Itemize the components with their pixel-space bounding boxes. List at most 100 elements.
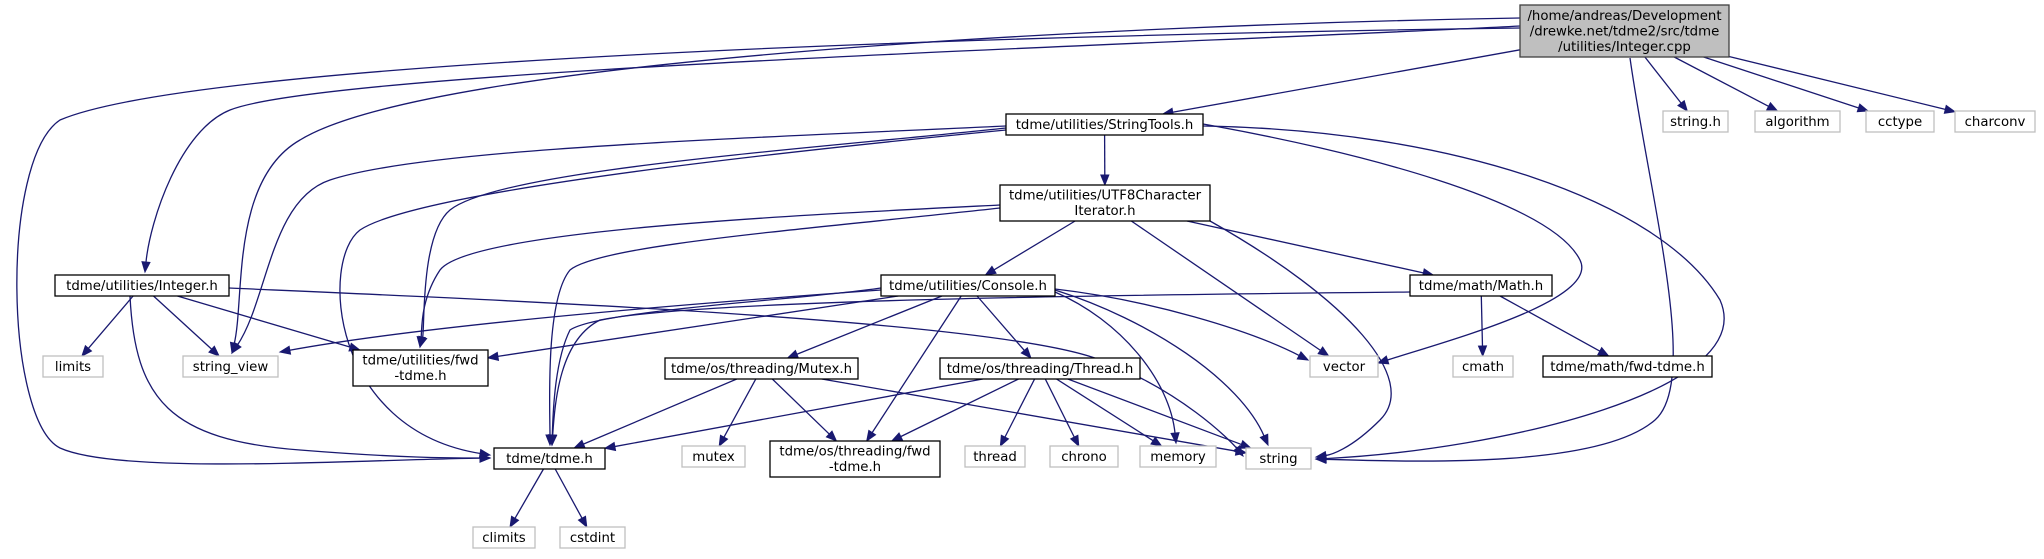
edge-line (1171, 49, 1521, 114)
node-label: thread (973, 450, 1017, 465)
node-label: memory (1150, 450, 1206, 465)
node-label: tdme/math/fwd-tdme.h (1550, 360, 1705, 375)
node-label: tdme/utilities/fwd (362, 354, 478, 369)
node-algorithm: algorithm (1754, 110, 1841, 133)
edge-arrowhead (1234, 446, 1248, 456)
node-label: -tdme.h (394, 369, 446, 384)
node-label: chrono (1061, 450, 1107, 465)
edge-line (554, 468, 584, 520)
node-box (54, 274, 230, 297)
edge-root-to-algorithm (1673, 56, 1779, 112)
edge-mutex_h-to-mutex (718, 378, 757, 448)
edge-line (1703, 56, 1860, 109)
edge-arrowhead (1765, 101, 1779, 112)
node-label: /home/andreas/Development (1527, 9, 1721, 24)
node-fwd-tdme[interactable]: tdme/utilities/fwd-tdme.h (352, 349, 489, 387)
edge-line (582, 378, 738, 446)
edge-arrowhead (1170, 432, 1180, 445)
edge-line (795, 295, 943, 356)
edge-arrowhead (486, 351, 500, 361)
node-label: tdme/os/threading/Mutex.h (671, 362, 852, 377)
edge-line (153, 295, 213, 351)
edge-console-to-string_view (278, 289, 882, 355)
node-label: tdme/math/Math.h (1419, 279, 1543, 294)
edge-line (771, 378, 831, 436)
edge-integer-to-limits (81, 295, 134, 358)
edge-stringtools-to-fwd_tdme (418, 127, 1007, 349)
edge-root-to-cctype (1703, 56, 1870, 113)
node-math[interactable]: tdme/math/Math.h (1409, 274, 1553, 297)
edge-line (1130, 220, 1322, 352)
node-box (493, 447, 606, 470)
edge-stringtools-to-string_view (231, 125, 1007, 355)
edge-thread_h-to-memory (1056, 378, 1163, 447)
node-label: tdme/utilities/Console.h (889, 279, 1047, 294)
node-label: cstdint (570, 531, 615, 546)
node-math-fwd[interactable]: tdme/math/fwd-tdme.h (1542, 355, 1713, 378)
node-threading-fwd[interactable]: tdme/os/threading/fwd-tdme.h (769, 440, 941, 478)
edge-console-to-string (1054, 289, 1269, 447)
edge-line (551, 291, 1411, 437)
node-mutex: mutex (681, 445, 746, 468)
edge-line (976, 295, 1026, 352)
edge-line (87, 295, 134, 350)
edge-arrowhead (141, 261, 151, 274)
edge-arrowhead (547, 434, 558, 447)
node-box (182, 355, 279, 378)
node-label: tdme/utilities/StringTools.h (1016, 118, 1194, 133)
edge-arrowhead (1317, 346, 1330, 357)
node-integer[interactable]: tdme/utilities/Integer.h (54, 274, 230, 297)
node-label: -tdme.h (829, 460, 881, 475)
node-label: string_view (193, 360, 269, 375)
node-mutex-h[interactable]: tdme/os/threading/Mutex.h (664, 357, 859, 380)
node-box (1245, 447, 1312, 470)
edge-mutex_h-to-tdme_h (572, 378, 738, 449)
node-box (1865, 110, 1935, 133)
node-box (1005, 113, 1204, 136)
node-memory: memory (1139, 445, 1217, 468)
node-box (1954, 110, 2036, 133)
node-label: Iterator.h (1074, 204, 1135, 219)
edge-math-to-tdme_h (547, 291, 1411, 447)
node-label: limits (55, 360, 91, 375)
node-box (1309, 355, 1379, 378)
node-console[interactable]: tdme/utilities/Console.h (880, 274, 1056, 297)
edge-arrowhead (278, 345, 292, 355)
edge-line (145, 25, 1521, 264)
edge-line (1202, 123, 1583, 361)
edge-line (1209, 220, 1392, 457)
node-string-h: string.h (1662, 110, 1729, 133)
edge-arrowhead (865, 429, 877, 443)
edge-line (992, 220, 1076, 271)
node-stringtools[interactable]: tdme/utilities/StringTools.h (1005, 113, 1204, 136)
edge-line (722, 378, 757, 439)
node-tdme-h[interactable]: tdme/tdme.h (493, 447, 606, 470)
node-charconv: charconv (1954, 110, 2036, 133)
edge-thread_h-to-string (1067, 378, 1252, 449)
edge-root-to-charconv (1728, 55, 1957, 114)
node-thread: thread (964, 445, 1026, 468)
edge-line (1480, 295, 1484, 348)
edge-line (421, 127, 1007, 339)
edge-line (548, 207, 1001, 437)
edge-tdme_h-to-cstdint (554, 468, 588, 529)
edge-root-to-stringtools (1161, 49, 1521, 117)
node-thread-h[interactable]: tdme/os/threading/Thread.h (939, 357, 1141, 380)
edge-arrowhead (984, 265, 997, 276)
edge-line (613, 378, 983, 448)
node-vector: vector (1309, 355, 1379, 378)
node-chrono: chrono (1049, 445, 1119, 468)
edge-arrowhead (1597, 346, 1610, 357)
node-root[interactable]: /home/andreas/Development/drewke.net/tdm… (1519, 4, 1730, 58)
edge-arrowhead (416, 336, 426, 349)
node-box (681, 445, 746, 468)
node-box (880, 274, 1056, 297)
node-string: string (1245, 447, 1312, 470)
edge-integer-to-string_view (153, 295, 221, 357)
node-box (1662, 110, 1729, 133)
edge-line (1673, 56, 1770, 108)
edge-line (420, 204, 1001, 339)
edge-line (1056, 378, 1155, 442)
edge-line (1499, 295, 1601, 353)
